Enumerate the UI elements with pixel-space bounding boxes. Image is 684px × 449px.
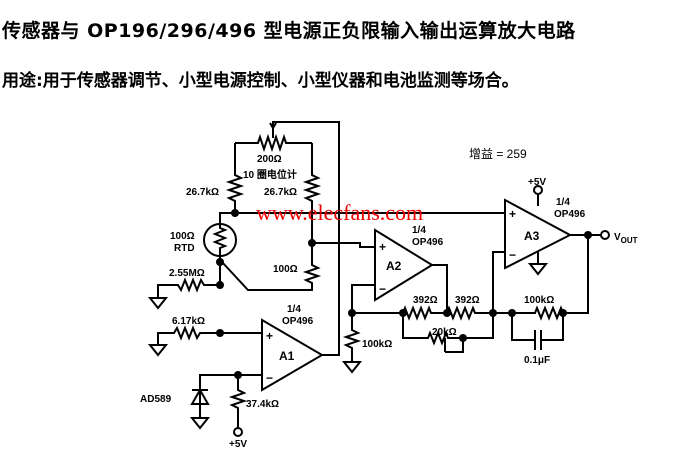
a3-vplus-label: +5V bbox=[528, 177, 546, 188]
a1-vplus-label: +5V bbox=[229, 439, 247, 449]
watermark: www.elecfans.com bbox=[256, 200, 423, 225]
a3-fraction: 1/4 bbox=[556, 197, 570, 208]
r100k-ground-label: 100kΩ bbox=[362, 339, 392, 350]
op-amp-a3 bbox=[493, 185, 610, 350]
rtd-value-label: 100Ω bbox=[170, 231, 195, 242]
op-amp-a2 bbox=[341, 228, 505, 374]
diagram-title: 传感器与 OP196/296/496 型电源正负限输入输出运算放大电路 bbox=[2, 20, 576, 42]
gain-label: 增益 = 259 bbox=[469, 147, 527, 161]
a3-part: OP496 bbox=[554, 209, 586, 220]
pot20k-label: 20kΩ bbox=[432, 327, 457, 338]
a2-part: OP496 bbox=[412, 237, 444, 248]
a1-plus: + bbox=[266, 329, 273, 343]
r100-label: 100Ω bbox=[273, 264, 298, 275]
diagram-subtitle: 用途:用于传感器调节、小型电源控制、小型仪器和电池监测等场合。 bbox=[2, 71, 519, 91]
rtd-label: RTD bbox=[174, 243, 195, 254]
a1-minus: − bbox=[266, 371, 273, 385]
a3-minus: − bbox=[509, 248, 516, 262]
pot-note-label: 10 圈电位计 bbox=[243, 168, 297, 181]
r392a-label: 392Ω bbox=[413, 295, 438, 306]
r392b-label: 392Ω bbox=[455, 295, 480, 306]
op-amp-a1 bbox=[189, 318, 324, 437]
r2-label: 26.7kΩ bbox=[264, 187, 297, 198]
a3-name: A3 bbox=[524, 229, 540, 243]
a2-minus: − bbox=[379, 282, 386, 296]
vout-label: VOUT bbox=[614, 232, 638, 245]
r255-label: 2.55MΩ bbox=[169, 268, 205, 279]
ad589-label: AD589 bbox=[140, 394, 172, 405]
a1-part: OP496 bbox=[282, 316, 314, 327]
r100k-feedback-label: 100kΩ bbox=[524, 295, 554, 306]
a2-name: A2 bbox=[386, 259, 402, 273]
a1-fraction: 1/4 bbox=[287, 304, 301, 315]
a1-name: A1 bbox=[279, 349, 295, 363]
a2-fraction: 1/4 bbox=[412, 225, 426, 236]
bridge-wires bbox=[147, 121, 505, 357]
cap-label: 0.1μF bbox=[524, 355, 550, 366]
r374-label: 37.4kΩ bbox=[246, 399, 279, 410]
r1-label: 26.7kΩ bbox=[186, 187, 219, 198]
a2-plus: + bbox=[379, 240, 386, 254]
a3-plus: + bbox=[509, 207, 516, 221]
r617-label: 6.17kΩ bbox=[172, 316, 205, 327]
pot-200-label: 200Ω bbox=[257, 154, 282, 165]
